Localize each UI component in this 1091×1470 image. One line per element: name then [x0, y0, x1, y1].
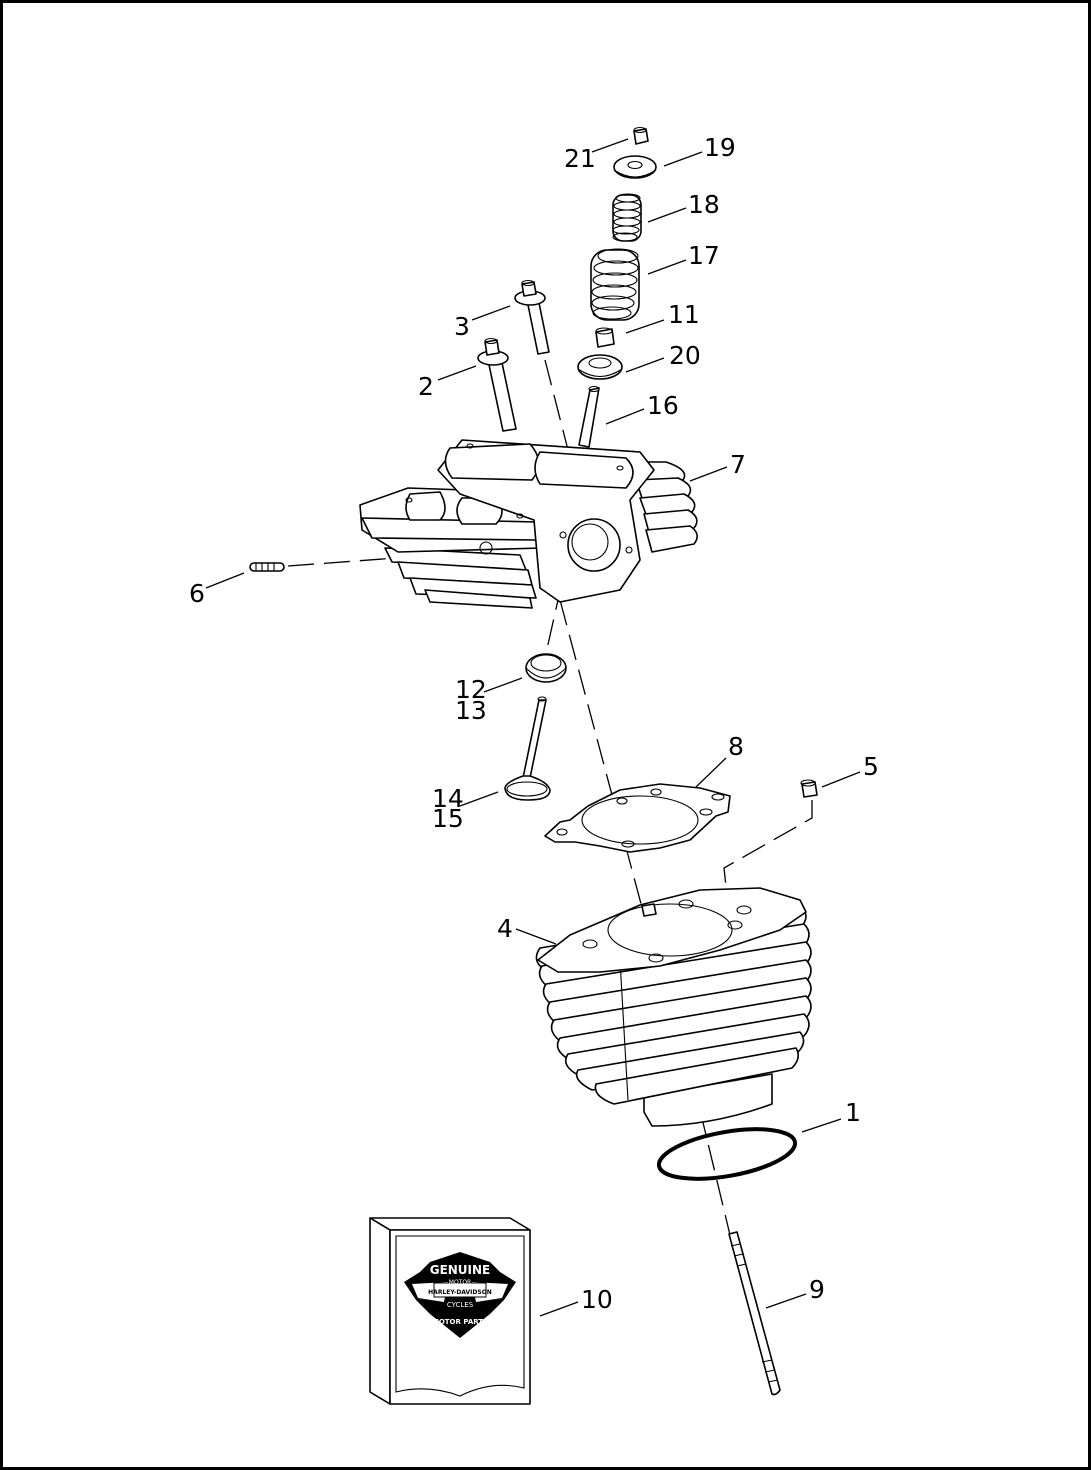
callout-21: 21 [564, 144, 596, 173]
part-11-valve-stem-seal [595, 327, 615, 348]
logo-motor-text: MOTOR [449, 1279, 471, 1286]
part-2-rocker-shaft [477, 337, 517, 432]
part-1-o-ring [656, 1127, 798, 1181]
part-16-valve-guide [578, 385, 600, 448]
part-19-spring-retainer [613, 155, 657, 179]
callout-10: 10 [581, 1285, 613, 1314]
callout-19: 19 [704, 133, 736, 162]
part-9-cylinder-stud [728, 1231, 781, 1396]
callout-13: 13 [455, 696, 487, 725]
logo-motor-parts-text: MOTOR PARTS [432, 1318, 488, 1326]
leader-lines [205, 138, 861, 1317]
callout-7: 7 [730, 450, 746, 479]
callout-2: 2 [418, 372, 434, 401]
genuine-parts-logo: GENUINE MOTOR HARLEY-DAVIDSON CYCLES MOT… [404, 1252, 516, 1338]
callout-1: 1 [845, 1098, 861, 1127]
callout-12: 12 [455, 675, 487, 704]
part-20-spring-seat [577, 354, 623, 380]
callout-14: 14 [432, 784, 464, 813]
part-7-cylinder-head [359, 439, 698, 609]
callout-5: 5 [863, 752, 879, 781]
callout-labels: 1 2 3 4 5 6 7 8 9 10 11 12 13 14 15 16 1… [189, 133, 879, 1314]
callout-18: 18 [688, 190, 720, 219]
logo-brand-text: HARLEY-DAVIDSON [428, 1289, 492, 1296]
part-4-cylinder [535, 887, 812, 1127]
callout-17: 17 [688, 241, 720, 270]
logo-cycles-text: CYCLES [447, 1301, 474, 1309]
part-21-valve-keeper [633, 126, 649, 145]
callout-3: 3 [454, 312, 470, 341]
part-3-rocker-shaft [514, 279, 550, 355]
callout-15: 15 [432, 804, 464, 833]
callout-4: 4 [497, 914, 513, 943]
logo-genuine-text: GENUINE [430, 1263, 491, 1277]
part-10-gasket-kit: GENUINE MOTOR HARLEY-DAVIDSON CYCLES MOT… [369, 1217, 531, 1405]
part-18-inner-valve-spring [612, 193, 642, 242]
part-6-dowel-spring [249, 562, 285, 572]
callout-6: 6 [189, 579, 205, 608]
part-14-15-valve [504, 696, 551, 801]
part-17-outer-valve-spring [590, 248, 640, 321]
callout-11: 11 [668, 300, 700, 329]
callout-20: 20 [669, 341, 701, 370]
part-5-dowel-pin [800, 779, 818, 798]
callout-8: 8 [728, 732, 744, 761]
part-8-head-gasket [544, 783, 731, 853]
callout-16: 16 [647, 391, 679, 420]
part-12-13-valve-seat [525, 653, 567, 683]
callout-9: 9 [809, 1275, 825, 1304]
